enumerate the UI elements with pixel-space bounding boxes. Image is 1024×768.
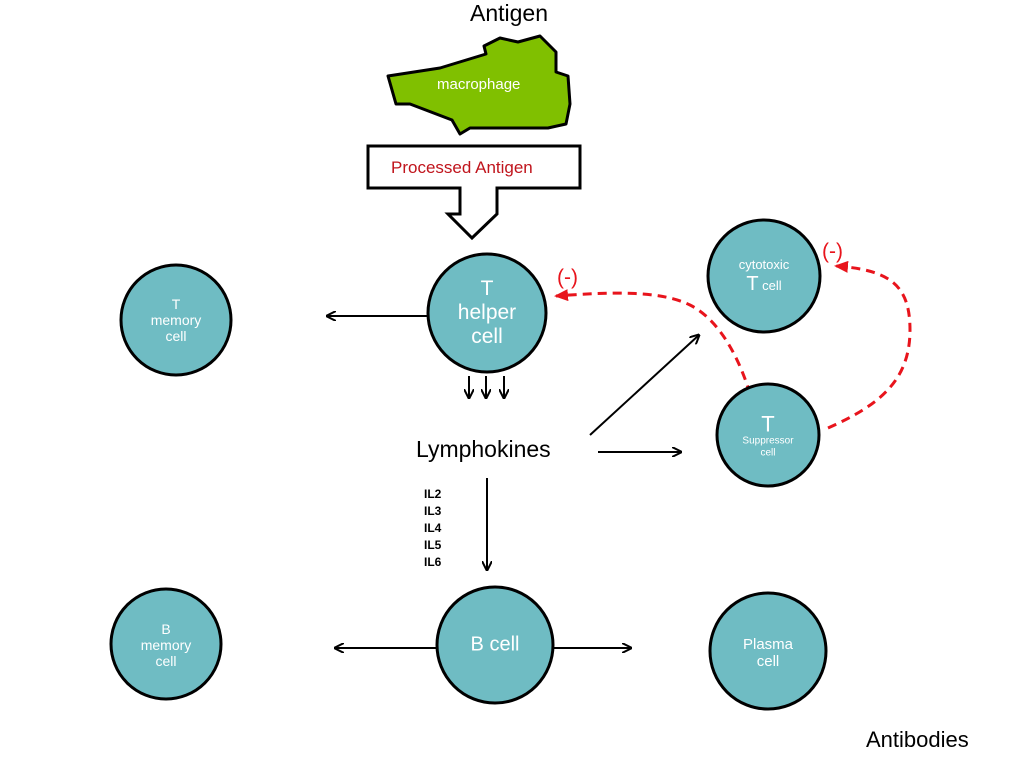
t-helper-cell <box>426 252 548 374</box>
processed-antigen-label: Processed Antigen <box>391 158 533 177</box>
t-suppressor-line-1: T <box>761 411 775 437</box>
cytotoxic-t: T <box>746 272 759 295</box>
interleukin-list: IL2 IL3 IL4 IL5 IL6 <box>424 486 441 571</box>
cytotoxic-line-2: T cell <box>739 273 790 296</box>
plasma-cell <box>708 591 828 711</box>
inhibit-suppressor-to-thelper <box>554 289 752 395</box>
cytotoxic-line-1: cytotoxic <box>738 257 790 273</box>
t-memory-text: T memory cell <box>151 296 202 344</box>
inhibit-cytotoxic-label: (-) <box>822 240 843 263</box>
interleukin-il5: IL5 <box>424 538 442 552</box>
interleukin-il4: IL4 <box>424 521 442 535</box>
lymphokines-label: Lymphokines <box>416 436 551 462</box>
t-helper-line-3: cell <box>471 325 503 349</box>
t-suppressor-cell <box>715 382 821 488</box>
b-memory-line-1: B <box>161 620 171 637</box>
cytotoxic-text: cytotoxic T cell <box>738 257 790 296</box>
t-memory-line-1: T <box>171 295 181 312</box>
t-helper-text: T helper cell <box>458 277 516 349</box>
cytotoxic-t-cell <box>706 218 822 334</box>
b-memory-text: B memory cell <box>141 621 192 669</box>
cytotoxic-cell-word: cell <box>762 277 782 293</box>
macrophage-label: macrophage <box>437 76 521 93</box>
inhibit-thelper-label: (-) <box>557 266 578 289</box>
b-memory-line-2: memory <box>140 636 192 653</box>
t-memory-line-3: cell <box>165 328 187 345</box>
b-cell-text: B cell <box>470 633 520 656</box>
antigen-label: Antigen <box>470 0 549 26</box>
processed-antigen-arrow <box>366 144 582 241</box>
t-helper-line-2: helper <box>457 300 517 324</box>
t-suppressor-line-3: cell <box>760 447 776 458</box>
plasma-text: Plasma cell <box>743 636 793 671</box>
antibodies-label: Antibodies <box>866 727 969 752</box>
b-memory-cell <box>109 587 223 701</box>
plasma-line-2: cell <box>756 653 780 670</box>
t-suppressor-text: T Suppressor cell <box>742 411 794 459</box>
arrow-lymphokines-to-cytotoxic <box>589 335 699 436</box>
t-helper-line-1: T <box>480 276 494 300</box>
interleukin-il2: IL2 <box>424 487 442 501</box>
b-cell <box>435 585 555 705</box>
macrophage-shape <box>386 34 572 136</box>
t-suppressor-line-2: Suppressor <box>742 435 794 447</box>
b-memory-line-3: cell <box>155 653 177 670</box>
interleukin-il6: IL6 <box>424 555 442 569</box>
t-memory-cell <box>119 263 233 377</box>
interleukin-il3: IL3 <box>424 504 442 518</box>
inhibit-suppressor-to-cytotoxic <box>827 260 912 430</box>
plasma-line-1: Plasma <box>742 635 794 653</box>
t-memory-line-2: memory <box>150 311 202 328</box>
